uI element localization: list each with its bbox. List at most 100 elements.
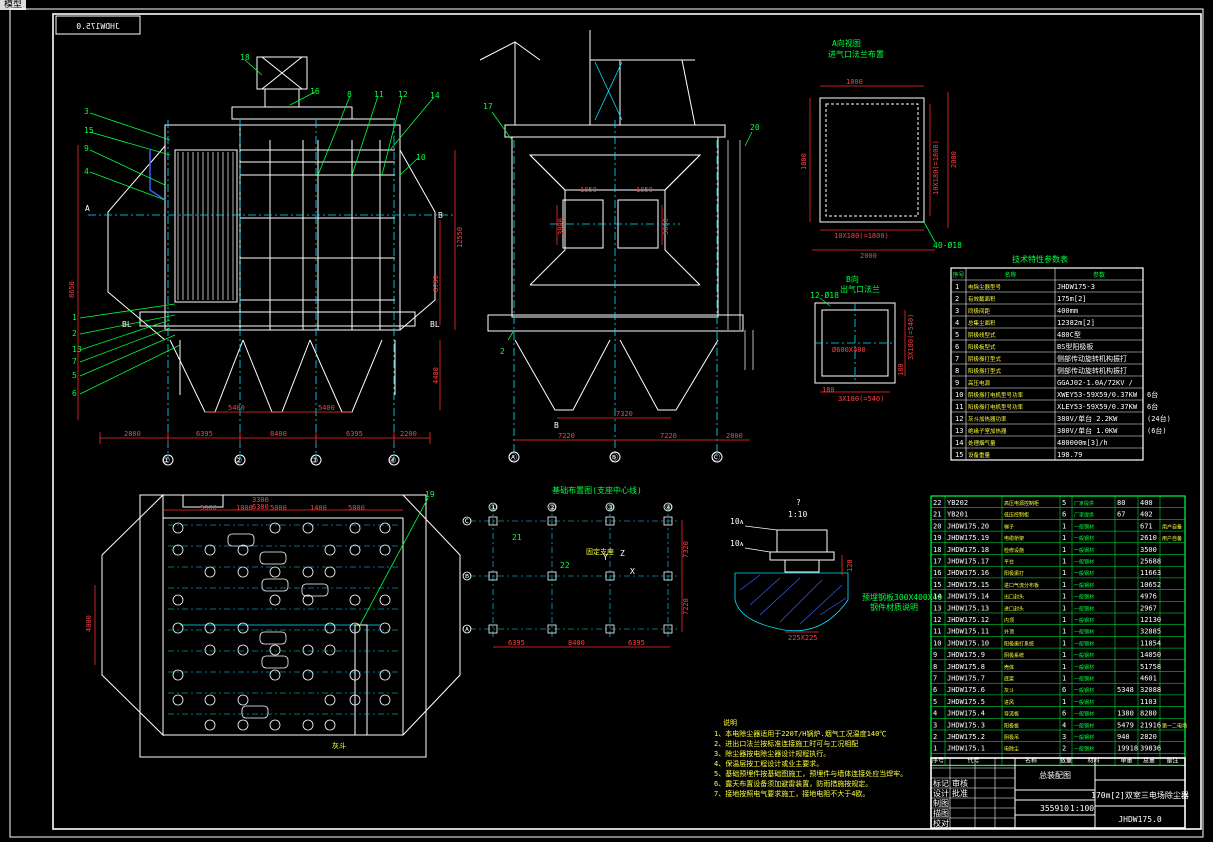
- parts-cell: 一般钢材: [1074, 722, 1094, 729]
- dim: 3X180(=540): [907, 314, 915, 360]
- callout: 6: [72, 389, 77, 398]
- parts-cell: 6: [1062, 710, 1066, 718]
- callout: 22: [560, 561, 570, 570]
- dim: 1850: [580, 186, 597, 194]
- plan-hole: [204, 622, 216, 634]
- tech-cell: 1: [955, 283, 959, 291]
- title-row-label: 审核: [952, 778, 968, 788]
- note-line: 1、本电除尘器适用于220T/H锅炉.烟气工况温度140℃: [714, 729, 886, 738]
- parts-cell: JHDW175.11: [947, 628, 989, 636]
- callout: 17: [483, 102, 493, 111]
- parts-cell: 一般钢材: [1074, 617, 1094, 624]
- parts-cell: JHDW175.5: [947, 698, 985, 706]
- axis-label: Ⓐ: [509, 453, 517, 462]
- parts-frame: [930, 495, 1186, 766]
- plan-hole: [302, 719, 314, 731]
- tech-cell: 高压电源: [968, 379, 991, 387]
- callout: 16: [310, 87, 320, 96]
- plan-holes: [168, 522, 398, 731]
- parts-cell: 21: [933, 511, 941, 519]
- detail-subtitle: 出气口法兰: [840, 284, 880, 294]
- callout: 3: [84, 107, 89, 116]
- dim: 6395: [508, 639, 525, 647]
- parts-cell: 1: [933, 745, 937, 753]
- model-tab[interactable]: 模型: [0, 0, 27, 10]
- section-mark: A: [85, 204, 90, 213]
- parts-cell: JHDW175.1: [947, 745, 985, 753]
- tech-cell: 阴极线型式: [968, 331, 996, 339]
- parts-cell: 6: [1062, 686, 1066, 694]
- parts-cell: 1: [1062, 616, 1066, 624]
- foundation-support: [547, 516, 557, 526]
- drawing-scale: 1:100: [1070, 804, 1094, 813]
- parts-cell: 一般钢材: [1074, 746, 1094, 753]
- parts-cell: JHDW175.4: [947, 710, 985, 718]
- callout: 14: [430, 91, 440, 100]
- parts-cell: 厂家提供: [1074, 500, 1094, 507]
- parts-cell: 1: [1062, 628, 1066, 636]
- drive-motor: [227, 533, 255, 547]
- parts-cell: 18: [933, 546, 941, 554]
- parts-cell: 402: [1140, 511, 1153, 519]
- parts-cell: 外顶: [1004, 629, 1014, 636]
- parts-cell: 1: [1062, 534, 1066, 542]
- total-weight: 355910: [1040, 804, 1069, 813]
- drive-motor: [241, 705, 269, 719]
- parts-cell: JHDW175.16: [947, 569, 989, 577]
- parts-cell: 5: [933, 698, 937, 706]
- dim: 8400: [270, 430, 287, 438]
- plan-hole: [237, 719, 249, 731]
- parts-cell: 1: [1062, 698, 1066, 706]
- tech-cell: 11: [955, 403, 963, 411]
- callout: 20: [750, 123, 760, 132]
- foundation-support: [605, 624, 615, 634]
- foundation-support: [605, 516, 615, 526]
- outer-frame: [9, 8, 1204, 838]
- parts-cell: 4976: [1140, 593, 1157, 601]
- level-mark: 10ᴀ: [730, 539, 745, 548]
- callout: 1: [72, 313, 77, 322]
- parts-cell: 10: [933, 639, 941, 647]
- plan-hole: [379, 522, 391, 534]
- parts-cell: 9: [933, 651, 937, 659]
- parts-cell: JHDW175.13: [947, 604, 989, 612]
- plan-hole: [172, 594, 184, 606]
- parts-cell: 5: [1062, 499, 1066, 507]
- dim: 7220: [558, 432, 575, 440]
- dim: 6300: [252, 503, 269, 511]
- notes: 说明 1、本电除尘器适用于220T/H锅炉.烟气工况温度140℃ 2、进出口法兰…: [714, 718, 907, 798]
- axis-label: ④: [389, 456, 396, 465]
- foundation-grid: [462, 502, 680, 640]
- col-label: ③: [607, 503, 614, 512]
- parts-cell: 2967: [1140, 604, 1157, 612]
- dim: 2000: [950, 151, 958, 168]
- plan-hole: [324, 544, 336, 556]
- parts-cell: 13: [933, 604, 941, 612]
- plan-hole: [324, 644, 336, 656]
- drawing-name: 总装配图: [1039, 770, 1071, 780]
- callout: 12-Ø18: [810, 290, 839, 300]
- plan-hole: [204, 544, 216, 556]
- plan-hole: [237, 622, 249, 634]
- tech-cell: (6台): [1147, 426, 1167, 435]
- detail-title: A向视图: [832, 38, 861, 48]
- axis-label: Ⓒ: [712, 453, 720, 462]
- note-line: 5、基础预埋件按基础图施工，预埋件与墙体连接处应当焊牢。: [714, 769, 907, 778]
- tech-cell: 绝缘子室加热器: [968, 427, 1007, 435]
- parts-cell: 一般钢材: [1074, 652, 1094, 659]
- support-section-detail: ? 1:10 10ᴀ 10ᴀ 预埋钢板300X400X40 钢件材质说明 225…: [730, 498, 942, 642]
- dim: 1000: [236, 504, 253, 512]
- plan-hole: [204, 644, 216, 656]
- dim: 5400: [318, 404, 335, 412]
- tech-cell: 阳极振打型式: [968, 367, 1002, 375]
- parts-cell: 3: [1062, 733, 1066, 741]
- tech-cell: JHDW175-3: [1057, 283, 1095, 291]
- dim: 5000: [270, 504, 287, 512]
- dim: 2800: [124, 430, 141, 438]
- drawing-code: JHDW175.0: [1118, 815, 1162, 824]
- plan-hole: [324, 694, 336, 706]
- parts-cell: 940: [1117, 733, 1130, 741]
- parts-cell: 671: [1140, 522, 1153, 530]
- note-line: 6、露天布置设备须加避雷装置，防雨措施按规定。: [714, 779, 872, 788]
- axis-z: Z: [620, 549, 625, 558]
